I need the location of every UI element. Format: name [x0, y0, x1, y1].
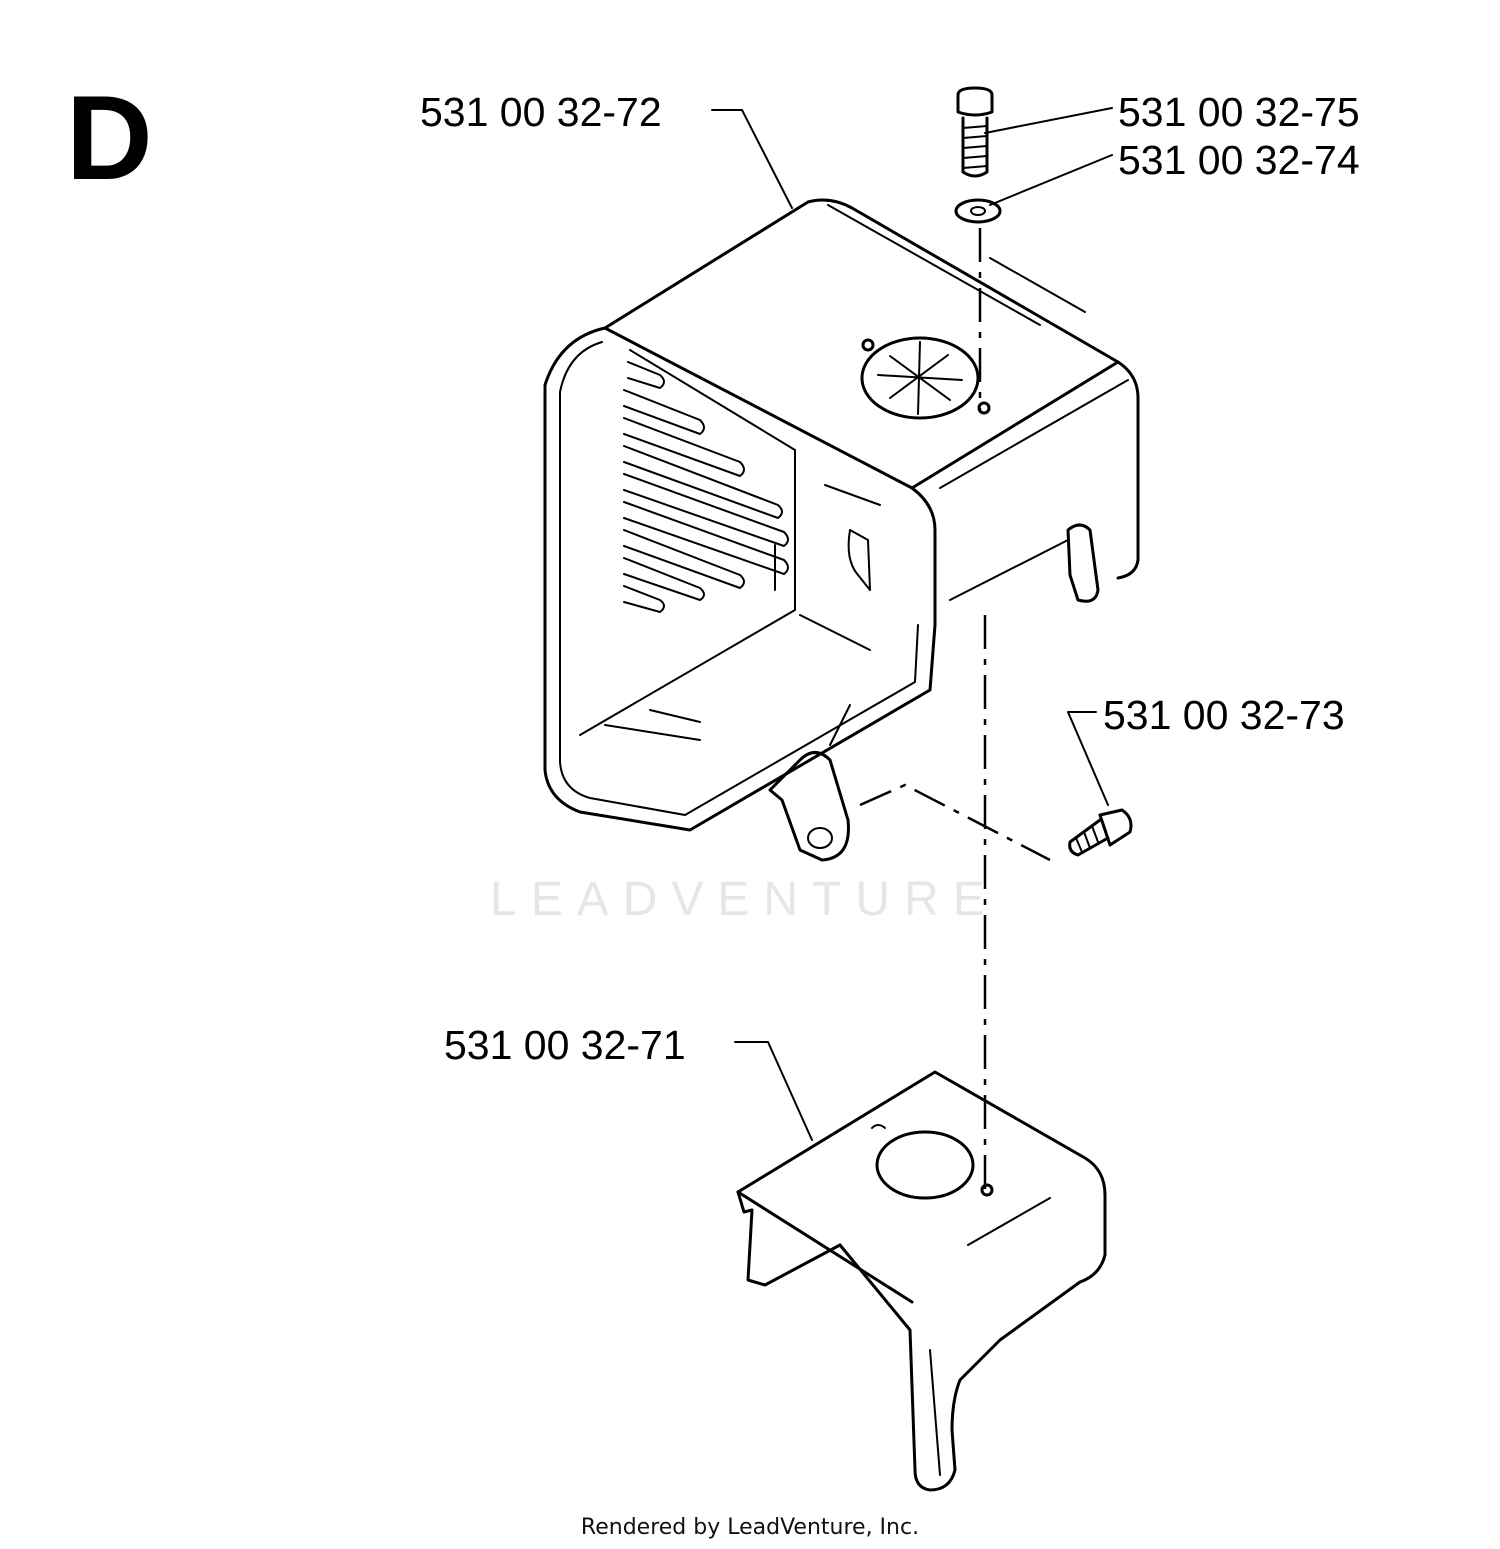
leader-heat-shield [734, 1041, 813, 1141]
leader-side-screw [1067, 711, 1109, 806]
washer-icon[interactable] [954, 198, 1002, 224]
leader-lines [711, 107, 1113, 1141]
section-letter: D [66, 71, 153, 205]
leader-cover [711, 109, 793, 209]
leader-top-screw [984, 107, 1113, 134]
heat-shield-bracket-icon[interactable] [736, 1070, 1107, 1492]
part-number-top-screw[interactable]: 531 00 32-75 [1118, 89, 1360, 135]
part-number-side-screw[interactable]: 531 00 32-73 [1103, 692, 1345, 738]
part-number-cover[interactable]: 531 00 32-72 [420, 89, 662, 135]
watermark: LEADVENTURE [490, 873, 999, 926]
louver-slots [623, 361, 789, 613]
footer-credit: Rendered by LeadVenture, Inc. [580, 1515, 920, 1540]
part-number-washer[interactable]: 531 00 32-74 [1118, 137, 1360, 183]
part-number-heat-shield[interactable]: 531 00 32-71 [444, 1022, 686, 1068]
leader-washer [989, 154, 1113, 206]
screw-icon[interactable] [1068, 808, 1133, 857]
muffler-cover-icon[interactable] [543, 198, 1140, 862]
screw-icon[interactable] [956, 86, 994, 178]
assembly-centerlines [859, 228, 1051, 1190]
